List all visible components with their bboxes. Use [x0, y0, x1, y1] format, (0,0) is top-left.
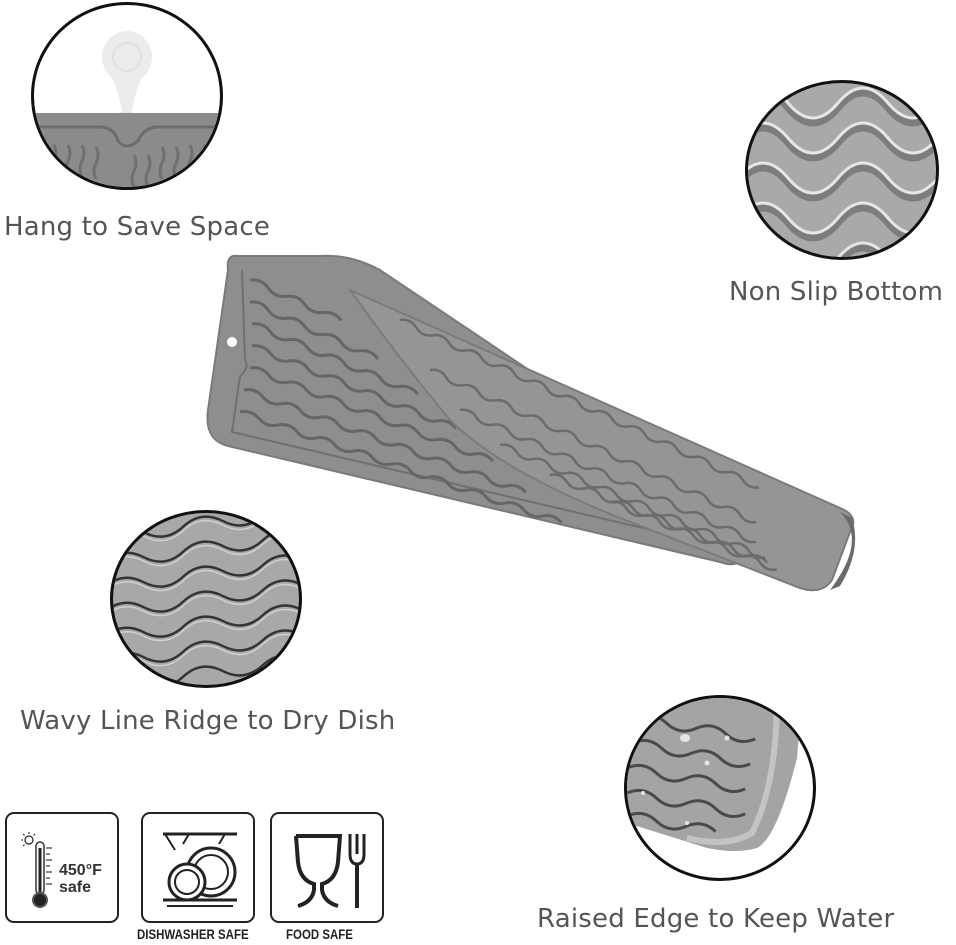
hanging-hook-icon: [34, 31, 220, 187]
hang-closeup-circle: [31, 2, 223, 190]
raised-edge-closeup-circle: [624, 695, 816, 881]
heat-unit: °F: [85, 862, 102, 879]
thermometer-icon: [21, 832, 52, 908]
feature-caption-raised-edge: Raised Edge to Keep Water: [537, 904, 895, 934]
food-safe-label: FOOD SAFE: [286, 926, 353, 942]
non-slip-closeup-circle: [745, 80, 939, 260]
heat-value: 450: [59, 862, 86, 879]
product-image-drying-mat: [200, 250, 880, 600]
feature-caption-wavy-ridge: Wavy Line Ridge to Dry Dish: [20, 706, 396, 736]
feature-caption-hang: Hang to Save Space: [4, 212, 271, 242]
wavy-ridge-texture-icon: [113, 513, 299, 685]
feature-caption-non-slip: Non Slip Bottom: [729, 277, 944, 307]
raised-edge-corner-icon: [627, 698, 802, 851]
dishwasher-safe-label: DISHWASHER SAFE: [137, 926, 249, 942]
dishwasher-icon: [163, 832, 237, 907]
glass-fork-icon: [294, 834, 366, 908]
food-safe-badge: [270, 812, 384, 923]
wavy-ridge-closeup-circle: [110, 510, 302, 688]
wavy-bottom-texture-icon: [748, 86, 936, 257]
heat-safe-text: safe: [59, 879, 92, 896]
heat-safe-badge: 450°F safe: [5, 812, 119, 923]
dishwasher-safe-badge: [141, 812, 255, 923]
